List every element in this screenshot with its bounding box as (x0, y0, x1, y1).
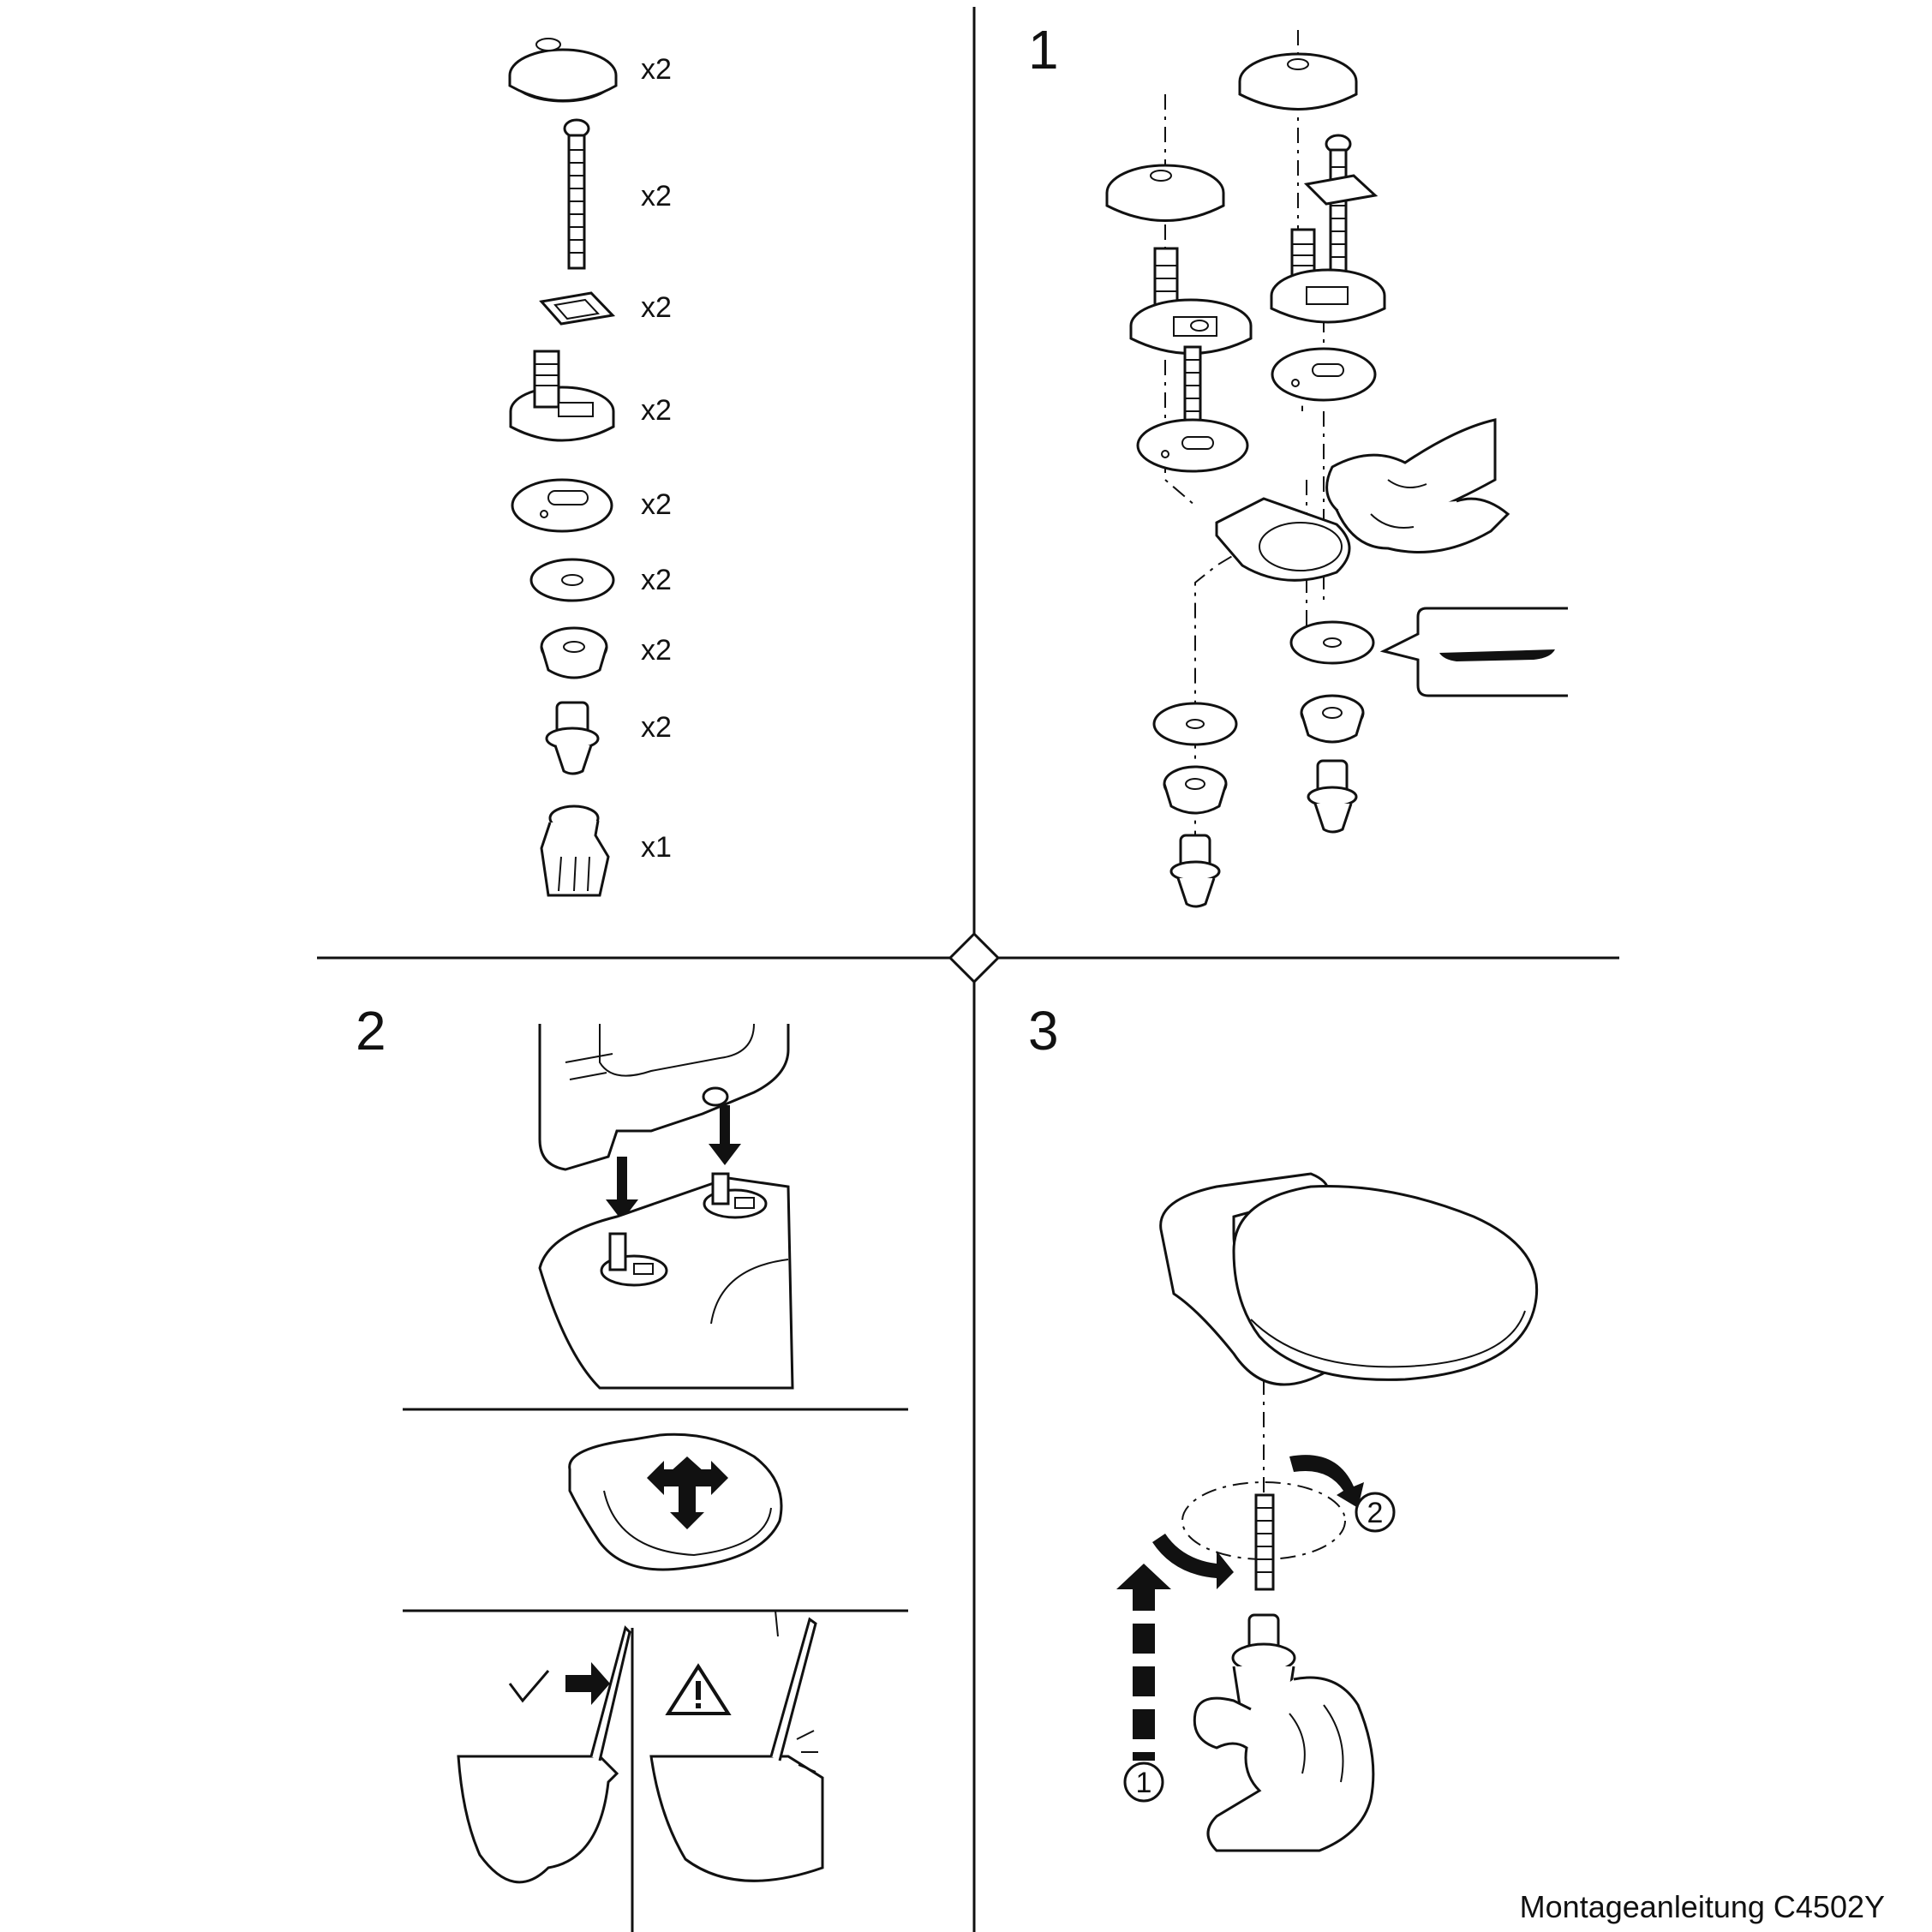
qty-cover-cap: x2 (641, 53, 672, 86)
flat-washer-icon (529, 558, 615, 602)
step-1-number: 1 (1028, 19, 1059, 81)
center-diamond (948, 931, 1001, 984)
document-title: Montageanleitung C4502Y (1520, 1889, 1885, 1924)
hinge-bolt-icon (563, 118, 590, 270)
marker-2: 2 (1367, 1497, 1384, 1529)
qty-base-plate: x2 (641, 488, 672, 521)
qty-rectangular-washer: x2 (641, 291, 672, 324)
marker-1: 1 (1136, 1767, 1152, 1799)
mounting-tool-icon (540, 805, 610, 897)
rectangular-washer-icon (539, 291, 616, 326)
qty-expansion-plug: x2 (641, 711, 672, 744)
qty-rubber-washer: x2 (641, 634, 672, 667)
warning-icon (665, 1663, 732, 1715)
base-plate-icon (511, 478, 613, 533)
parts-list: x2 x2 x2 x2 x2 (508, 38, 672, 897)
step-2-panel: 2 (356, 1000, 824, 1884)
step-3-panel: 3 2 1 (1028, 1000, 1539, 1852)
qty-hinge-pin-base: x2 (641, 394, 672, 427)
qty-hinge-bolt: x2 (641, 180, 672, 212)
cover-cap-icon (508, 38, 618, 103)
panel-dividers (317, 7, 1619, 1932)
qty-mounting-tool: x1 (641, 831, 672, 864)
hinge-pin-base-icon (509, 350, 615, 442)
step-1-panel: 1 (1028, 19, 1568, 908)
expansion-plug-icon (545, 701, 600, 775)
rubber-washer-icon (540, 626, 608, 679)
step-2-number: 2 (356, 1000, 386, 1062)
step-3-number: 3 (1028, 1000, 1059, 1062)
qty-flat-washer: x2 (641, 564, 672, 596)
